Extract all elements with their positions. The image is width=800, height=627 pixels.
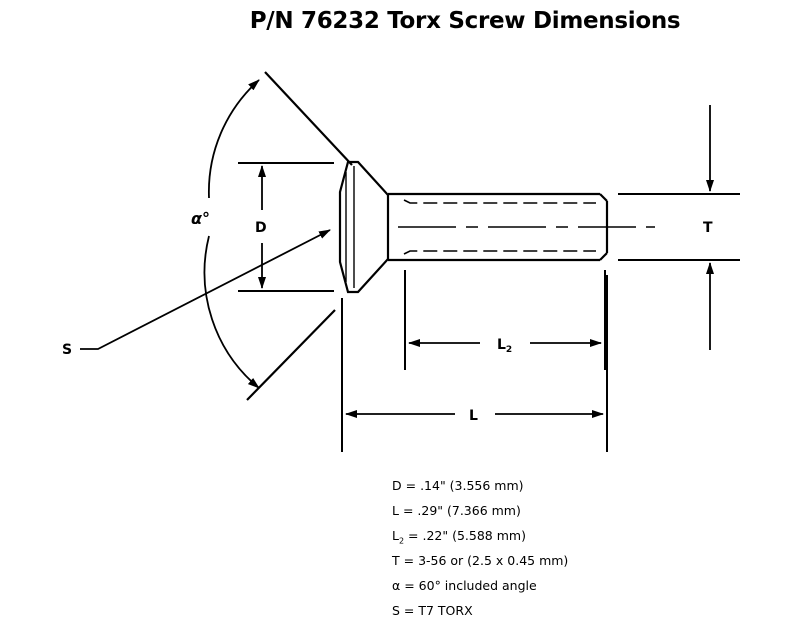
- spec-value: .22" (5.588 mm): [422, 528, 526, 544]
- spec-row: L2 = .22" (5.588 mm): [392, 528, 526, 546]
- screw-head: [338, 160, 390, 294]
- t-label: T: [703, 220, 713, 236]
- spec-symbol: L: [392, 528, 399, 544]
- d-label: D: [255, 220, 267, 236]
- spec-symbol: L: [392, 503, 399, 519]
- alpha-label: α°: [191, 209, 210, 228]
- spec-row: D = .14" (3.556 mm): [392, 478, 524, 493]
- spec-symbol: S: [392, 603, 400, 619]
- spec-value: 60° included angle: [418, 578, 537, 594]
- l-label: L: [469, 408, 478, 424]
- screw-shank: [388, 192, 609, 262]
- spec-row: α = 60° included angle: [392, 578, 537, 594]
- l2-label: L2: [497, 337, 512, 355]
- s-pointer: [80, 229, 331, 350]
- l2-dimension: [404, 270, 606, 370]
- spec-row: T = 3-56 or (2.5 x 0.45 mm): [392, 553, 569, 569]
- s-label: S: [62, 342, 72, 358]
- spec-value: .14" (3.556 mm): [420, 478, 524, 493]
- spec-list: D = .14" (3.556 mm) L = .29" (7.366 mm) …: [392, 476, 568, 627]
- page-title: P/N 76232 Torx Screw Dimensions: [249, 8, 681, 34]
- l-dimension: [341, 275, 608, 452]
- spec-symbol: D: [392, 478, 402, 493]
- t-dimension: [618, 105, 740, 350]
- spec-symbol: T: [392, 553, 400, 569]
- angle-dimension: [203, 71, 353, 401]
- spec-value: 3-56 or (2.5 x 0.45 mm): [418, 553, 569, 569]
- spec-symbol: α: [392, 578, 401, 594]
- spec-symbol-sub: 2: [398, 536, 405, 546]
- d-dimension: [238, 162, 334, 292]
- spec-row: L = .29" (7.366 mm): [392, 503, 521, 519]
- spec-value: .29" (7.366 mm): [417, 503, 521, 519]
- spec-row: S = T7 TORX: [392, 603, 473, 619]
- screw-diagram: α° D S T L2 L: [62, 71, 740, 452]
- spec-value: T7 TORX: [418, 603, 473, 619]
